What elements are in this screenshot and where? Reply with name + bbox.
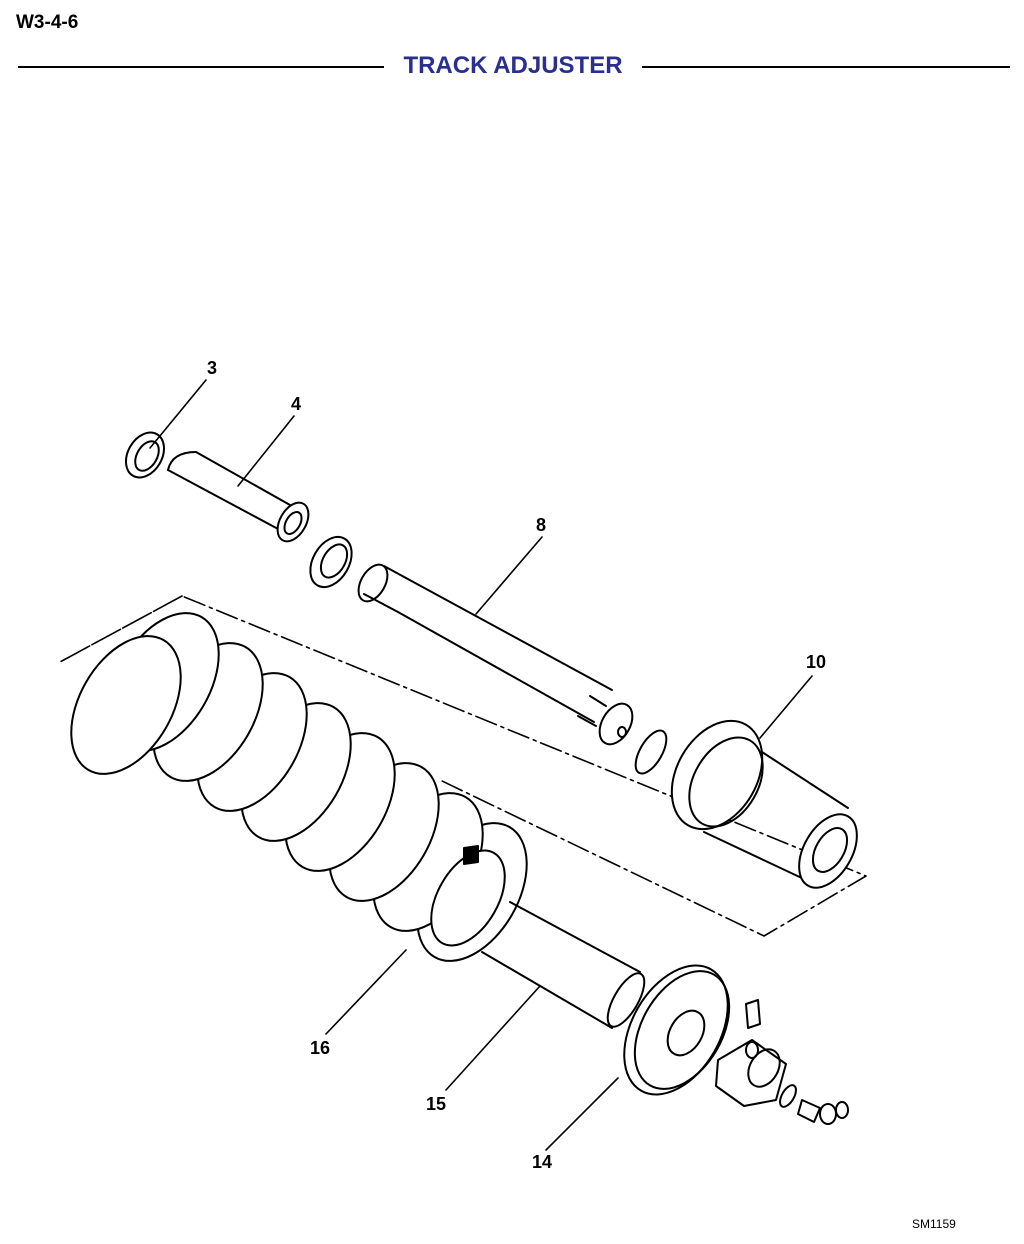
callout-14: 14 <box>532 1152 552 1172</box>
leader-16 <box>325 949 407 1035</box>
leader-lines <box>149 379 813 1151</box>
leader-14 <box>545 1077 619 1151</box>
o-ring <box>634 729 668 775</box>
part-4-bushing <box>167 451 310 543</box>
part-10-cylinder <box>670 719 858 889</box>
title-bar: TRACK ADJUSTER <box>18 50 1010 84</box>
part-3-seal-second <box>309 535 353 589</box>
callout-4: 4 <box>291 394 301 414</box>
page-title: TRACK ADJUSTER <box>403 52 623 79</box>
title-rule-right <box>642 66 1010 68</box>
part-3-seal <box>125 431 165 479</box>
leader-10 <box>759 675 813 739</box>
part-15-rod <box>481 901 646 1029</box>
part-16-spring <box>70 612 528 962</box>
assembly-boundary <box>59 595 867 937</box>
valve-nut <box>715 999 787 1107</box>
leader-3 <box>149 379 207 449</box>
callout-8: 8 <box>536 515 546 535</box>
callout-10: 10 <box>806 652 826 672</box>
callout-16: 16 <box>310 1038 330 1058</box>
page-code: W3-4-6 <box>16 12 79 33</box>
callout-15: 15 <box>426 1094 446 1114</box>
small-o-ring <box>779 1084 797 1108</box>
title-rule-left <box>18 66 384 68</box>
leader-8 <box>475 536 543 615</box>
callout-3: 3 <box>207 358 217 378</box>
leader-15 <box>445 985 541 1091</box>
figure-code: SM1159 <box>912 1217 956 1231</box>
part-14-flange <box>623 964 731 1096</box>
part-8-rod <box>357 563 634 746</box>
grease-fitting <box>797 1099 849 1125</box>
leader-4 <box>237 415 295 487</box>
